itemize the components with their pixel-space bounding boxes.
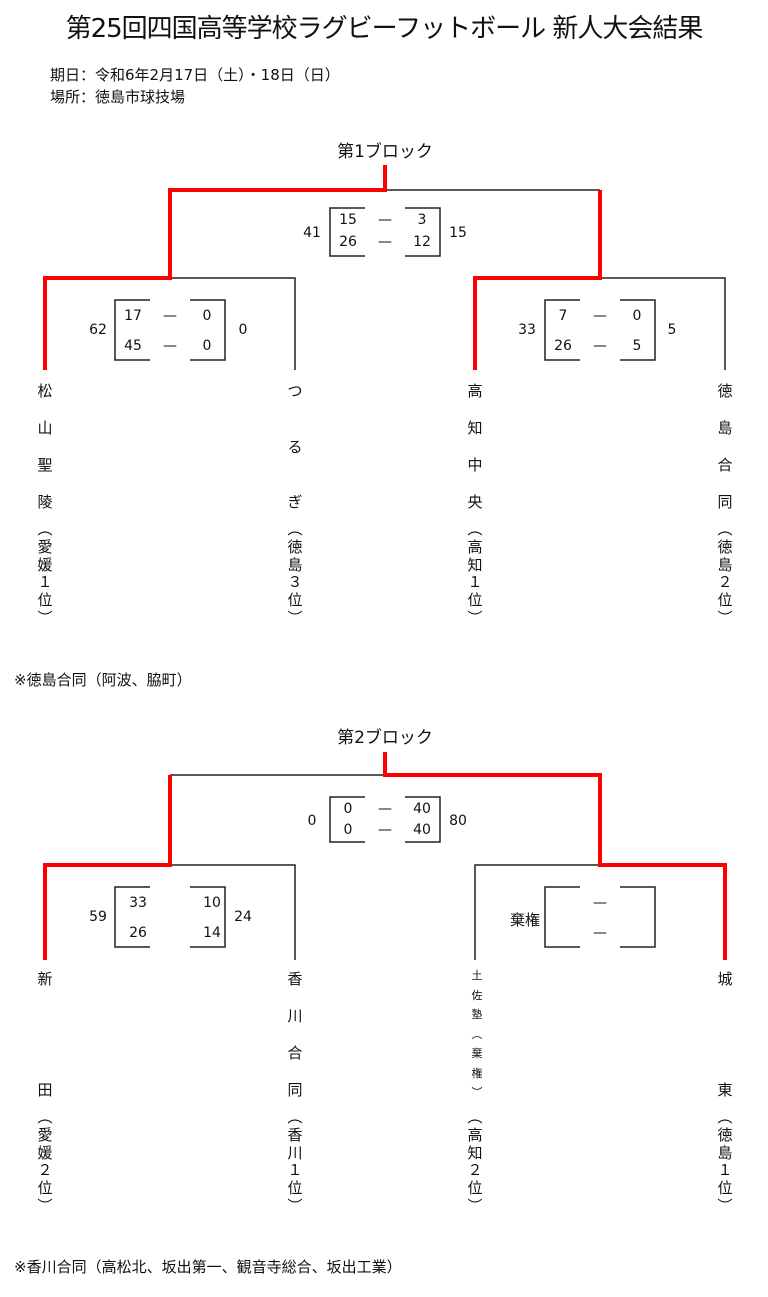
score: 0 [343, 822, 353, 838]
score: 26 [129, 925, 147, 941]
score: 15 [339, 212, 357, 228]
event-date: 期日：令和6年2月17日（土）・18日（日） [50, 66, 340, 84]
score: 0 [202, 308, 212, 324]
final-score-row: 0 — 40 [330, 822, 440, 838]
score: 0 [632, 308, 642, 324]
score [619, 925, 655, 941]
dash: — [378, 234, 392, 250]
semi-score-row: 26 — 5 [545, 338, 655, 354]
score: 12 [413, 234, 431, 250]
final-right-total: 15 [449, 225, 467, 241]
score [545, 895, 581, 911]
team-name: 土佐塾︵棄権︶ [471, 969, 483, 1099]
score: 7 [558, 308, 568, 324]
score: 26 [339, 234, 357, 250]
dash: — [163, 308, 177, 324]
forfeit-label: 棄権 [510, 911, 541, 929]
team-name: 香川合同 [287, 970, 303, 1099]
event-venue: 場所：徳島市球技場 [50, 88, 186, 106]
winner-path [43, 165, 727, 960]
semi-score-row: 7 — 0 [545, 308, 655, 324]
score: 33 [129, 895, 147, 911]
final-left-total: 41 [303, 225, 321, 241]
dash: — [378, 212, 392, 228]
dash: — [378, 822, 392, 838]
score: 0 [343, 801, 353, 817]
score: 45 [124, 338, 142, 354]
semi-right-total: 24 [234, 909, 252, 925]
semi-right-total: 5 [667, 322, 677, 338]
score: 17 [124, 308, 142, 324]
dash: — [593, 338, 607, 354]
semi-score-row: 33 10 [120, 895, 230, 911]
semi-left-total: 62 [89, 322, 107, 338]
semi-left-total: 59 [89, 909, 107, 925]
score: 40 [413, 822, 431, 838]
score: 26 [554, 338, 572, 354]
team-name: 城東 [717, 970, 733, 1099]
team-name: 松山聖陵 [37, 382, 53, 511]
block2-title: 第2ブロック [337, 728, 433, 748]
dash: — [593, 895, 607, 911]
final-score-row: 26 — 12 [330, 234, 440, 250]
team-name: 新田 [37, 970, 53, 1099]
final-left-total: 0 [307, 813, 317, 829]
dash: — [593, 925, 607, 941]
team-name: 徳島合同 [717, 382, 733, 511]
dash: — [163, 338, 177, 354]
final-score-row: 15 — 3 [330, 212, 440, 228]
semi-score-row: 17 — 0 [115, 308, 225, 324]
dash: — [593, 308, 607, 324]
semi-score-row: 45 — 0 [115, 338, 225, 354]
dash [157, 925, 193, 941]
block2-note: ※香川合同（高松北、坂出第一、観音寺総合、坂出工業） [14, 1258, 402, 1276]
semi-left-total: 33 [518, 322, 536, 338]
semi-score-row: — [545, 895, 655, 911]
score [545, 925, 581, 941]
dash: — [378, 801, 392, 817]
team-name: つるぎ [287, 382, 303, 511]
score: 5 [632, 338, 642, 354]
final-score-row: 0 — 40 [330, 801, 440, 817]
block1-title: 第1ブロック [337, 142, 433, 162]
score [619, 895, 655, 911]
final-right-total: 80 [449, 813, 467, 829]
score: 3 [417, 212, 427, 228]
semi-score-row: — [545, 925, 655, 941]
score: 10 [203, 895, 221, 911]
score: 14 [203, 925, 221, 941]
block1-note: ※徳島合同（阿波、脇町） [14, 671, 192, 689]
semi-score-row: 26 14 [120, 925, 230, 941]
score: 40 [413, 801, 431, 817]
team-name: 高知中央 [467, 382, 483, 511]
dash [157, 895, 193, 911]
score: 0 [202, 338, 212, 354]
semi-right-total: 0 [238, 322, 248, 338]
page-title: 第25回四国高等学校ラグビーフットボール 新人大会結果 [65, 14, 704, 44]
